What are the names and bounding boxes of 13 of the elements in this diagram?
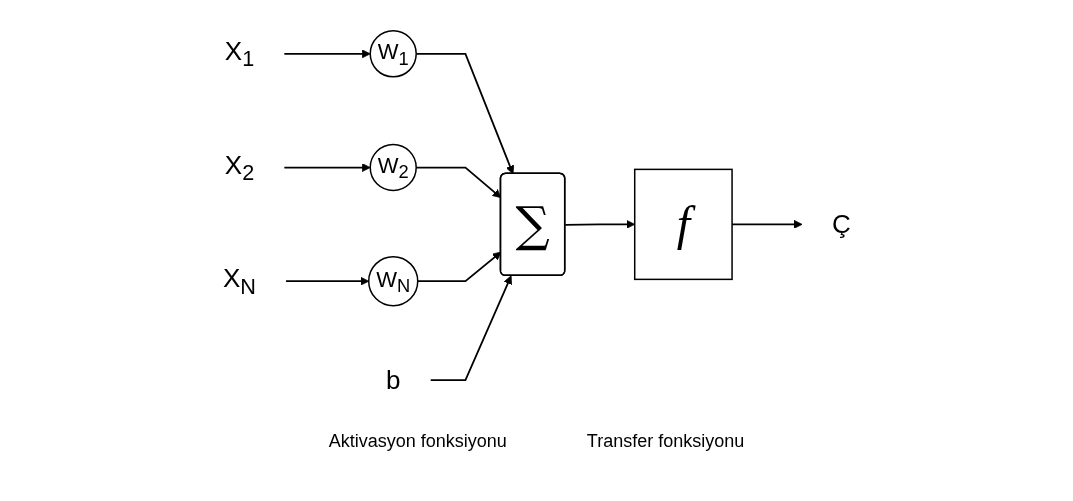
node-circle: W$_{1}$ <box>369 29 417 78</box>
arrow <box>284 276 369 286</box>
node-circle: W$_{N}$ <box>367 255 419 307</box>
node-text: X$_{N}$ <box>222 262 256 299</box>
node-text: X$_{2}$ <box>224 149 254 185</box>
node-box: f <box>633 168 733 280</box>
node-text: b <box>385 364 401 395</box>
node-text: Ç <box>831 208 851 239</box>
arrow <box>429 275 512 381</box>
node-text: X$_{1}$ <box>224 35 254 71</box>
annotation-text: Transfer fonksiyonu <box>586 430 745 452</box>
node-circle: W$_{2}$ <box>369 143 417 191</box>
annotation-text: Aktivasyon fonksiyonu <box>328 430 507 452</box>
